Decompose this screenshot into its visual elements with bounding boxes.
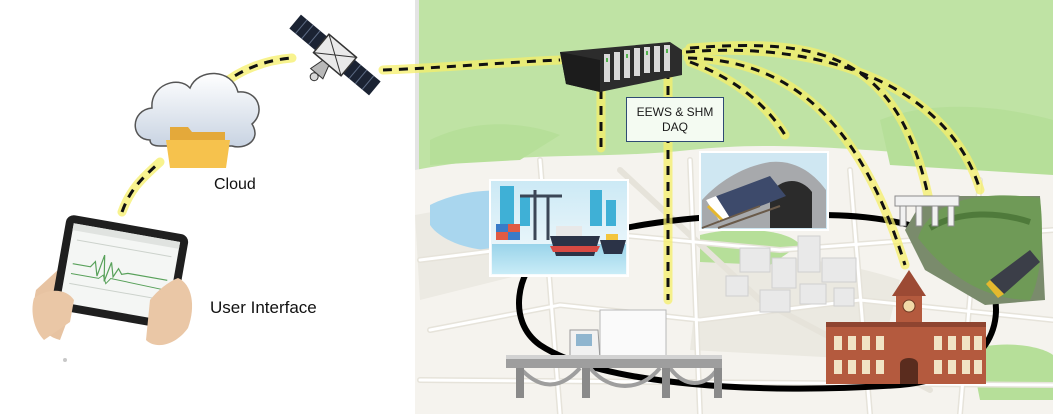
port-icon bbox=[489, 179, 629, 277]
daq-label-line1: EEWS & SHM bbox=[636, 104, 714, 119]
mountain-train-icon bbox=[894, 195, 1045, 305]
links bbox=[117, 41, 985, 305]
satellite-icon bbox=[289, 14, 381, 96]
user-interface-label: User Interface bbox=[210, 298, 317, 317]
bridge-icon bbox=[506, 355, 722, 398]
train-tunnel-icon bbox=[699, 151, 829, 231]
daq-label-box: EEWS & SHM DAQ bbox=[626, 97, 724, 142]
cloud-label: Cloud bbox=[214, 176, 256, 193]
city-blocks-icon bbox=[725, 235, 857, 313]
daq-label-line2: DAQ bbox=[661, 119, 688, 134]
daq-rack-icon bbox=[560, 42, 682, 92]
folder-icon bbox=[166, 127, 230, 168]
station-building-icon bbox=[826, 270, 986, 384]
tablet-icon bbox=[32, 215, 193, 362]
